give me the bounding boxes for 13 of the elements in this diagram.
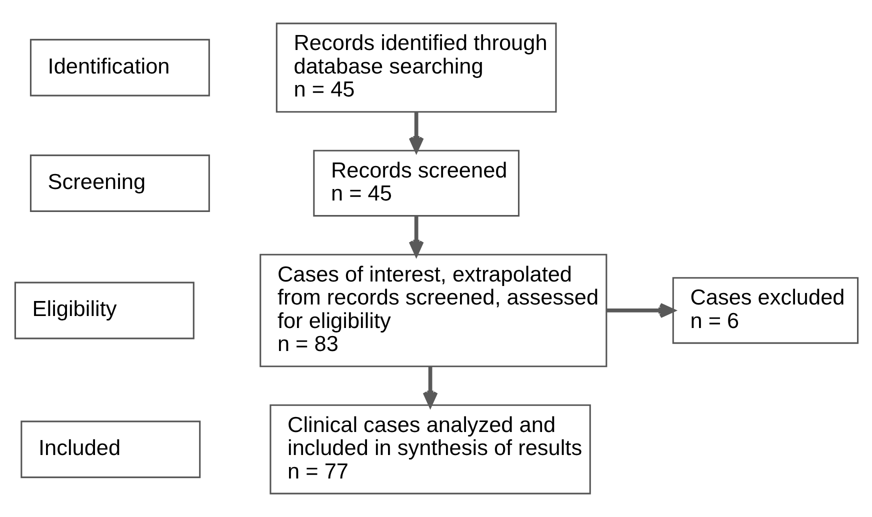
arrow (606, 302, 674, 318)
node-box: Included (20, 420, 200, 478)
node-box: Cases excluded n = 6 (672, 277, 858, 344)
arrow (408, 112, 424, 152)
node-box: Records identified through database searching n = 45 (275, 22, 556, 113)
node-box: Eligibility (14, 282, 194, 340)
node-box: Records screened n = 45 (312, 150, 520, 217)
node-box: Identification (29, 38, 210, 96)
node-box: Clinical cases analyzed and included in synthesis of results n = 77 (269, 404, 590, 494)
arrow (422, 366, 438, 407)
node-box: Cases of interest, extrapolated from records screened, assessed for eligibility n = 83 (259, 254, 607, 368)
node-box: Screening (29, 154, 210, 212)
arrow (408, 216, 424, 256)
